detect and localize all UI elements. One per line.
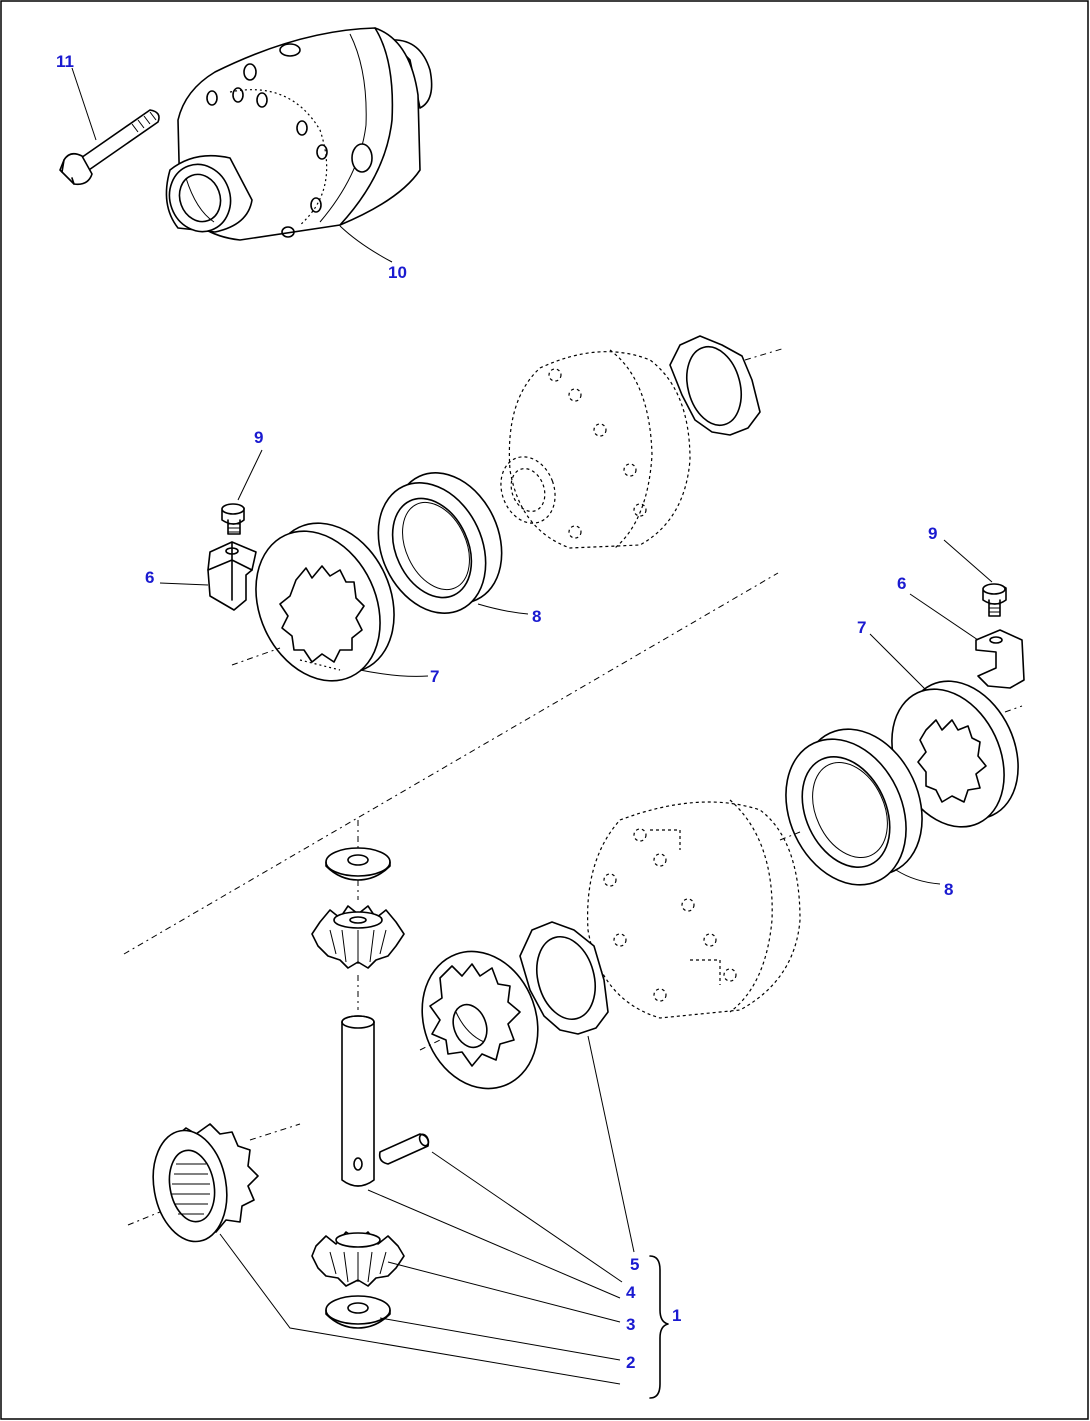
part-7-adjusting-nut-right[interactable] bbox=[870, 663, 1039, 845]
lower-pinion-gear[interactable] bbox=[311, 1231, 405, 1287]
callout-11: 11 bbox=[56, 52, 74, 71]
side-gear[interactable] bbox=[403, 935, 556, 1105]
callout-6-right: 6 bbox=[897, 574, 906, 593]
lower-ghost-case bbox=[587, 799, 801, 1019]
left-shaft-centerline bbox=[231, 647, 281, 666]
callout-6-left: 6 bbox=[145, 568, 154, 587]
callout-8-left: 8 bbox=[532, 607, 541, 626]
callout-1: 1 bbox=[672, 1306, 681, 1325]
callout-7-right: 7 bbox=[857, 618, 866, 637]
left-side-gear[interactable] bbox=[127, 1123, 301, 1247]
upper-pinion-washer[interactable] bbox=[325, 847, 391, 881]
main-diagonal-centerline bbox=[123, 572, 779, 955]
part-10-differential-case[interactable] bbox=[160, 27, 433, 241]
upper-shim-washer bbox=[669, 335, 786, 436]
part-6-lock-plate-left[interactable] bbox=[207, 541, 257, 611]
part-11-bolt[interactable] bbox=[59, 109, 160, 186]
lower-pinion-washer[interactable] bbox=[325, 1295, 391, 1329]
lock-pin[interactable] bbox=[378, 1133, 430, 1165]
upper-pinion-gear[interactable] bbox=[311, 905, 405, 969]
callout-7-left: 7 bbox=[430, 667, 439, 686]
callout-10: 10 bbox=[388, 263, 407, 282]
part-5-thrust-washer[interactable] bbox=[519, 921, 609, 1035]
part-8-bearing-right[interactable] bbox=[763, 709, 945, 904]
assembly-brace bbox=[649, 1255, 669, 1399]
part-6-lock-plate-right[interactable] bbox=[975, 629, 1025, 689]
callout-8-right: 8 bbox=[944, 880, 953, 899]
part-7-adjusting-nut-left[interactable] bbox=[232, 503, 417, 701]
upper-ghost-case bbox=[500, 349, 691, 549]
callout-labels: 11 10 9 6 8 7 9 6 7 8 5 4 3 2 1 bbox=[56, 52, 953, 1372]
leader-lines bbox=[71, 67, 993, 1399]
callout-3: 3 bbox=[626, 1315, 635, 1334]
pinion-shaft[interactable] bbox=[341, 1015, 375, 1187]
part-9-bolt-right[interactable] bbox=[982, 583, 1007, 617]
callout-2: 2 bbox=[626, 1353, 635, 1372]
callout-5: 5 bbox=[630, 1255, 639, 1274]
part-9-bolt-left[interactable] bbox=[221, 503, 245, 535]
callout-4: 4 bbox=[626, 1283, 636, 1302]
part-8-bearing-left[interactable] bbox=[358, 455, 522, 631]
callout-9-right: 9 bbox=[928, 524, 937, 543]
callout-9-left: 9 bbox=[254, 428, 263, 447]
